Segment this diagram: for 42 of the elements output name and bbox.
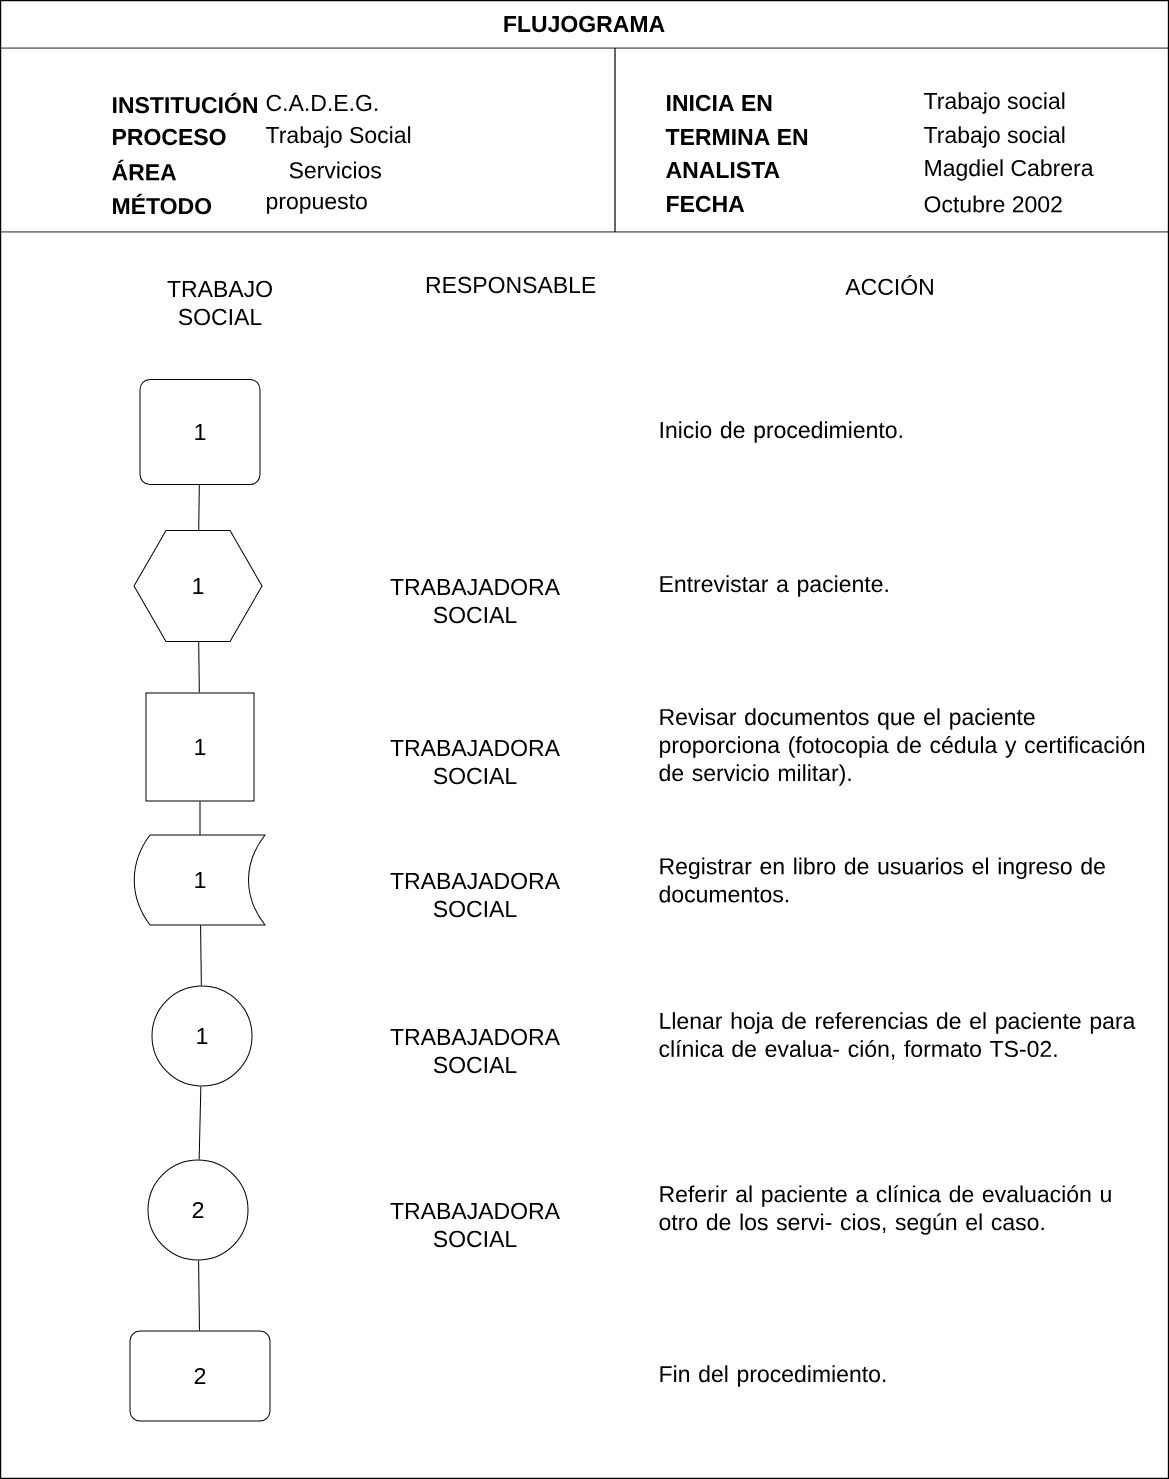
- field-label: FECHA: [667, 195, 745, 213]
- connector-line: [198, 484, 200, 531]
- connector-line: [198, 1260, 200, 1331]
- responsible-text: TRABAJADORA SOCIAL: [390, 578, 560, 624]
- responsible-text: TRABAJADORA SOCIAL: [390, 1202, 560, 1248]
- field-value: C.A.D.E.G.: [266, 94, 378, 112]
- process-box: 1: [145, 692, 255, 802]
- action-text: Inicio de procedimiento.: [660, 421, 902, 443]
- action-text: Registrar en libro de usuarios el ingreso de documentos.: [659, 857, 1105, 903]
- field-value: Servicios: [289, 161, 381, 179]
- field-label: TERMINA EN: [665, 129, 808, 145]
- field-value: Trabajo social: [924, 92, 1065, 114]
- field-value: propuesto: [267, 194, 367, 214]
- action-text: Fin del procedimiento.: [660, 1365, 886, 1387]
- action-text: Llenar hoja de referencias de el paciente para clínica de evalua- ción, formato TS-02.: [659, 1012, 1136, 1060]
- field-value: Octubre 2002: [924, 195, 1062, 213]
- connector-line: [199, 801, 201, 836]
- responsible-text: TRABAJADORA SOCIAL: [390, 739, 560, 785]
- connector-line: [198, 641, 200, 693]
- terminal-box: 1: [139, 379, 261, 485]
- field-label: MÉTODO: [113, 193, 212, 215]
- field-label: ÁREA: [112, 159, 177, 181]
- responsible-text: TRABAJADORA SOCIAL: [390, 1028, 560, 1074]
- field-label: INICIA EN: [667, 94, 772, 112]
- field-value: Trabajo social: [924, 126, 1065, 148]
- terminal-box: 2: [129, 1330, 271, 1422]
- field-label: INSTITUCIÓN: [113, 92, 257, 114]
- column-heading: TRABAJO SOCIAL: [167, 280, 272, 326]
- field-label: PROCESO: [113, 128, 226, 146]
- action-text: Revisar documentos que el paciente proporciona (fotocopia de cédula y certificación de servicio militar).: [659, 708, 1145, 786]
- field-label: ANALISTA: [666, 161, 780, 179]
- stored-data-symbol: 1: [133, 834, 266, 926]
- column-heading: RESPONSABLE: [426, 276, 596, 294]
- field-value: Trabajo Social: [266, 126, 411, 148]
- connector-line: [198, 1086, 202, 1161]
- field-value: Magdiel Cabrera: [925, 159, 1094, 181]
- connector-line: [200, 924, 202, 986]
- column-heading: ACCIÓN: [845, 274, 933, 296]
- action-text: Referir al paciente a clínica de evaluación u otro de los servi- cios, según el caso.: [659, 1185, 1111, 1235]
- title-text: FLUJOGRAMA: [504, 15, 665, 33]
- responsible-text: TRABAJADORA SOCIAL: [390, 872, 560, 918]
- action-text: Entrevistar a paciente.: [660, 575, 888, 597]
